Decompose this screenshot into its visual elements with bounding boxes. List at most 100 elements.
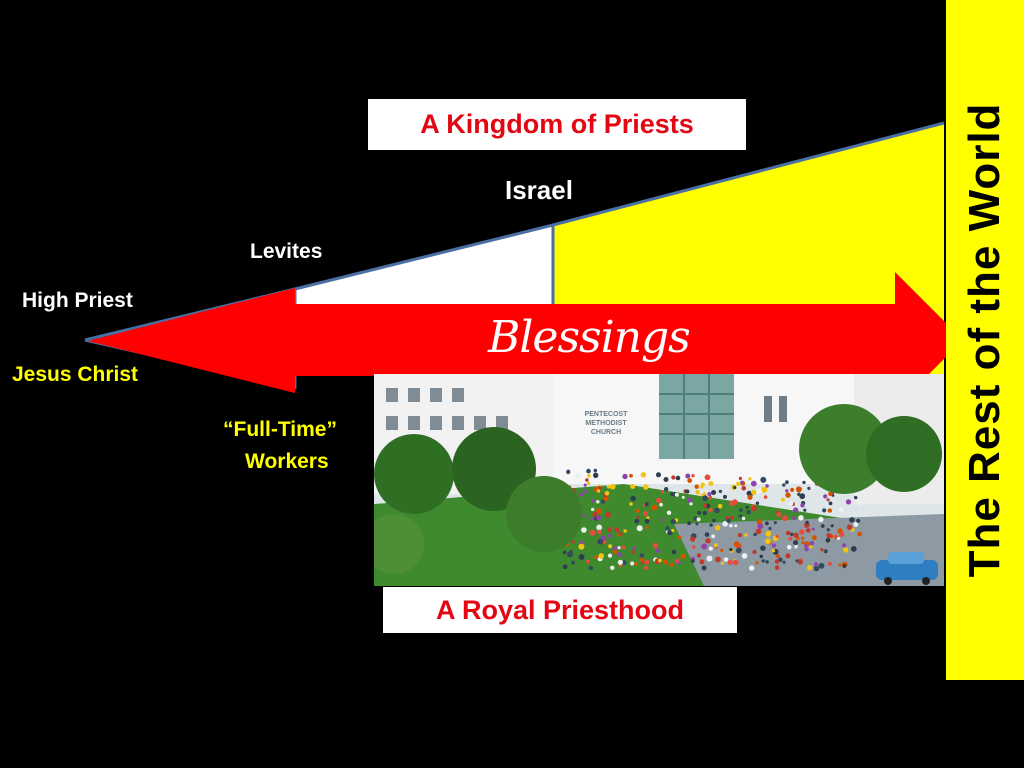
crowd-dot xyxy=(765,521,769,526)
crowd-dot xyxy=(574,472,581,479)
crowd-dot xyxy=(756,488,762,495)
crowd-dot xyxy=(708,546,713,551)
crowd-dot xyxy=(629,473,633,478)
crowd-dot xyxy=(805,520,809,525)
crowd-dot xyxy=(664,487,669,492)
crowd-dot xyxy=(826,533,832,539)
rest-of-world-title: The Rest of the World xyxy=(960,102,1009,578)
crowd-dot xyxy=(635,508,640,513)
blessings-label: Blessings xyxy=(488,312,691,363)
crowd-dot xyxy=(634,562,638,566)
crowd-dot xyxy=(801,536,805,540)
crowd-dot xyxy=(729,547,733,552)
crowd-dot xyxy=(618,532,623,536)
crowd-dot xyxy=(747,494,753,500)
crowd-dot xyxy=(753,532,757,537)
crowd-dot xyxy=(736,481,741,486)
crowd-dot xyxy=(617,559,623,565)
crowd-dot xyxy=(630,484,636,489)
crowd-dot xyxy=(685,473,691,479)
crowd-dot xyxy=(608,544,613,549)
crowd-dot xyxy=(723,557,729,562)
crowd-dot xyxy=(854,495,858,500)
crowd-dot xyxy=(587,474,591,478)
crowd-dot xyxy=(570,540,575,544)
crowd-dot xyxy=(806,528,811,533)
crowd-dot xyxy=(669,562,674,567)
crowd-dot xyxy=(589,529,596,536)
crowd-dot xyxy=(856,499,863,506)
crowd-dot xyxy=(775,534,779,538)
crowd-dot xyxy=(636,525,643,532)
crowd-dot xyxy=(785,492,791,498)
crowd-dot xyxy=(645,525,649,530)
crowd-dot xyxy=(809,545,813,549)
crowd-dot xyxy=(729,524,733,528)
crowd-dot xyxy=(671,528,675,533)
crowd-dot xyxy=(776,512,782,517)
crowd-dot xyxy=(839,531,845,537)
crowd-dot xyxy=(804,547,809,552)
crowd-dot xyxy=(644,559,650,565)
crowd-dot xyxy=(708,481,714,486)
crowd-dot xyxy=(763,495,768,499)
crowd-dot xyxy=(803,508,807,512)
crowd-dot xyxy=(737,532,743,538)
crowd-dot xyxy=(807,486,811,490)
levites-label: Levites xyxy=(250,240,323,263)
crowd-dot xyxy=(711,490,717,495)
crowd-dot xyxy=(597,538,604,545)
crowd-dot xyxy=(596,489,601,493)
crowd-dot xyxy=(755,501,760,505)
crowd-dot xyxy=(750,480,757,487)
crowd-dot xyxy=(605,511,611,518)
crowd-dot xyxy=(761,486,768,493)
crowd-dot xyxy=(607,533,612,538)
crowd-dot xyxy=(706,555,713,562)
crowd-dot xyxy=(592,511,598,517)
crowd-dot xyxy=(745,505,749,509)
crowd-dot xyxy=(591,507,595,512)
crowd-dot xyxy=(581,527,587,533)
crowd-dot xyxy=(794,545,798,549)
crowd-dot xyxy=(765,484,769,488)
crowd-dot xyxy=(660,490,665,494)
crowd-dot xyxy=(717,503,723,509)
kingdom-of-priests-text: A Kingdom of Priests xyxy=(420,109,694,139)
crowd-dot xyxy=(643,484,649,490)
crowd-dot xyxy=(755,561,759,565)
crowd-dot xyxy=(639,557,644,562)
crowd-dot xyxy=(687,497,693,503)
crowd-dot xyxy=(593,472,599,478)
crowd-dot xyxy=(697,511,702,515)
crowd-dot xyxy=(660,518,664,522)
crowd-dot xyxy=(738,508,743,512)
crowd-dot xyxy=(644,502,649,507)
crowd-dot xyxy=(665,526,670,531)
crowd-dot xyxy=(730,515,734,520)
crowd-dot xyxy=(734,524,738,528)
crowd-dot xyxy=(797,492,801,496)
crowd-dot xyxy=(598,553,604,559)
crowd-dot xyxy=(741,516,746,521)
royal-priesthood-label: A Royal Priesthood xyxy=(383,587,737,633)
crowd-dot xyxy=(765,538,771,545)
crowd-dot xyxy=(652,543,659,549)
crowd-dot xyxy=(702,511,707,516)
crowd-dot xyxy=(646,516,650,520)
crowd-dot xyxy=(604,491,610,496)
crowd-dot xyxy=(723,494,727,499)
crowd-dot xyxy=(663,477,669,482)
crowd-dot xyxy=(748,477,752,481)
crowd-dot xyxy=(607,527,612,532)
crowd-dot xyxy=(773,521,777,525)
crowd-dot xyxy=(729,500,735,506)
crowd-dot xyxy=(797,559,803,565)
crowd-dot xyxy=(733,485,737,490)
crowd-dot xyxy=(828,561,833,566)
crowd-dot xyxy=(569,550,573,555)
crowd-dot xyxy=(617,546,621,550)
crowd-dot xyxy=(790,532,794,536)
crowd-dot xyxy=(780,497,785,502)
crowd-dot xyxy=(636,515,640,519)
